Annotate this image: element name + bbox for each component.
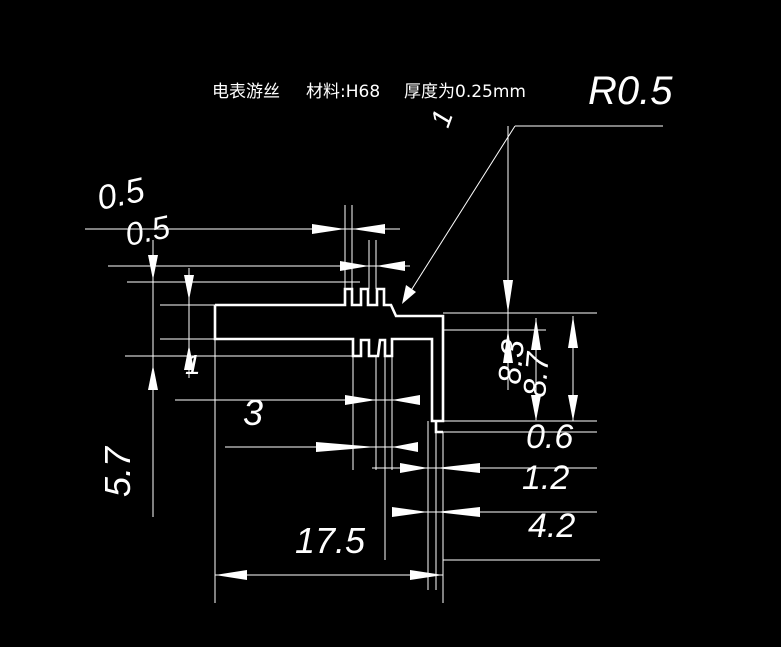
dim-mid-3: 3 — [243, 392, 263, 433]
radius-note: R0.5 — [588, 69, 673, 113]
dim-right-a: 8.3 — [491, 338, 531, 386]
dim-bottom-12: 1.2 — [522, 459, 569, 497]
dim-top-a: 0.5 — [94, 171, 148, 218]
dim-top-c: 1 — [425, 106, 459, 131]
dim-right-b: 8.7 — [516, 350, 556, 399]
dim-bottom-42: 4.2 — [528, 507, 575, 545]
title-name: 电表游丝 — [212, 82, 280, 102]
title-thickness: 厚度为0.25mm — [404, 82, 526, 102]
arrowheads — [148, 224, 578, 580]
title-material: 材料:H68 — [306, 82, 380, 102]
dim-bottom-06: 0.6 — [526, 418, 573, 456]
dim-left-total: 5.7 — [97, 445, 138, 497]
extension-lines — [85, 205, 600, 603]
dim-top-b: 0.5 — [122, 208, 173, 253]
dimension-lines — [152, 125, 663, 576]
dim-left-small: 1 — [185, 349, 201, 380]
dim-bottom-175: 17.5 — [295, 520, 366, 561]
